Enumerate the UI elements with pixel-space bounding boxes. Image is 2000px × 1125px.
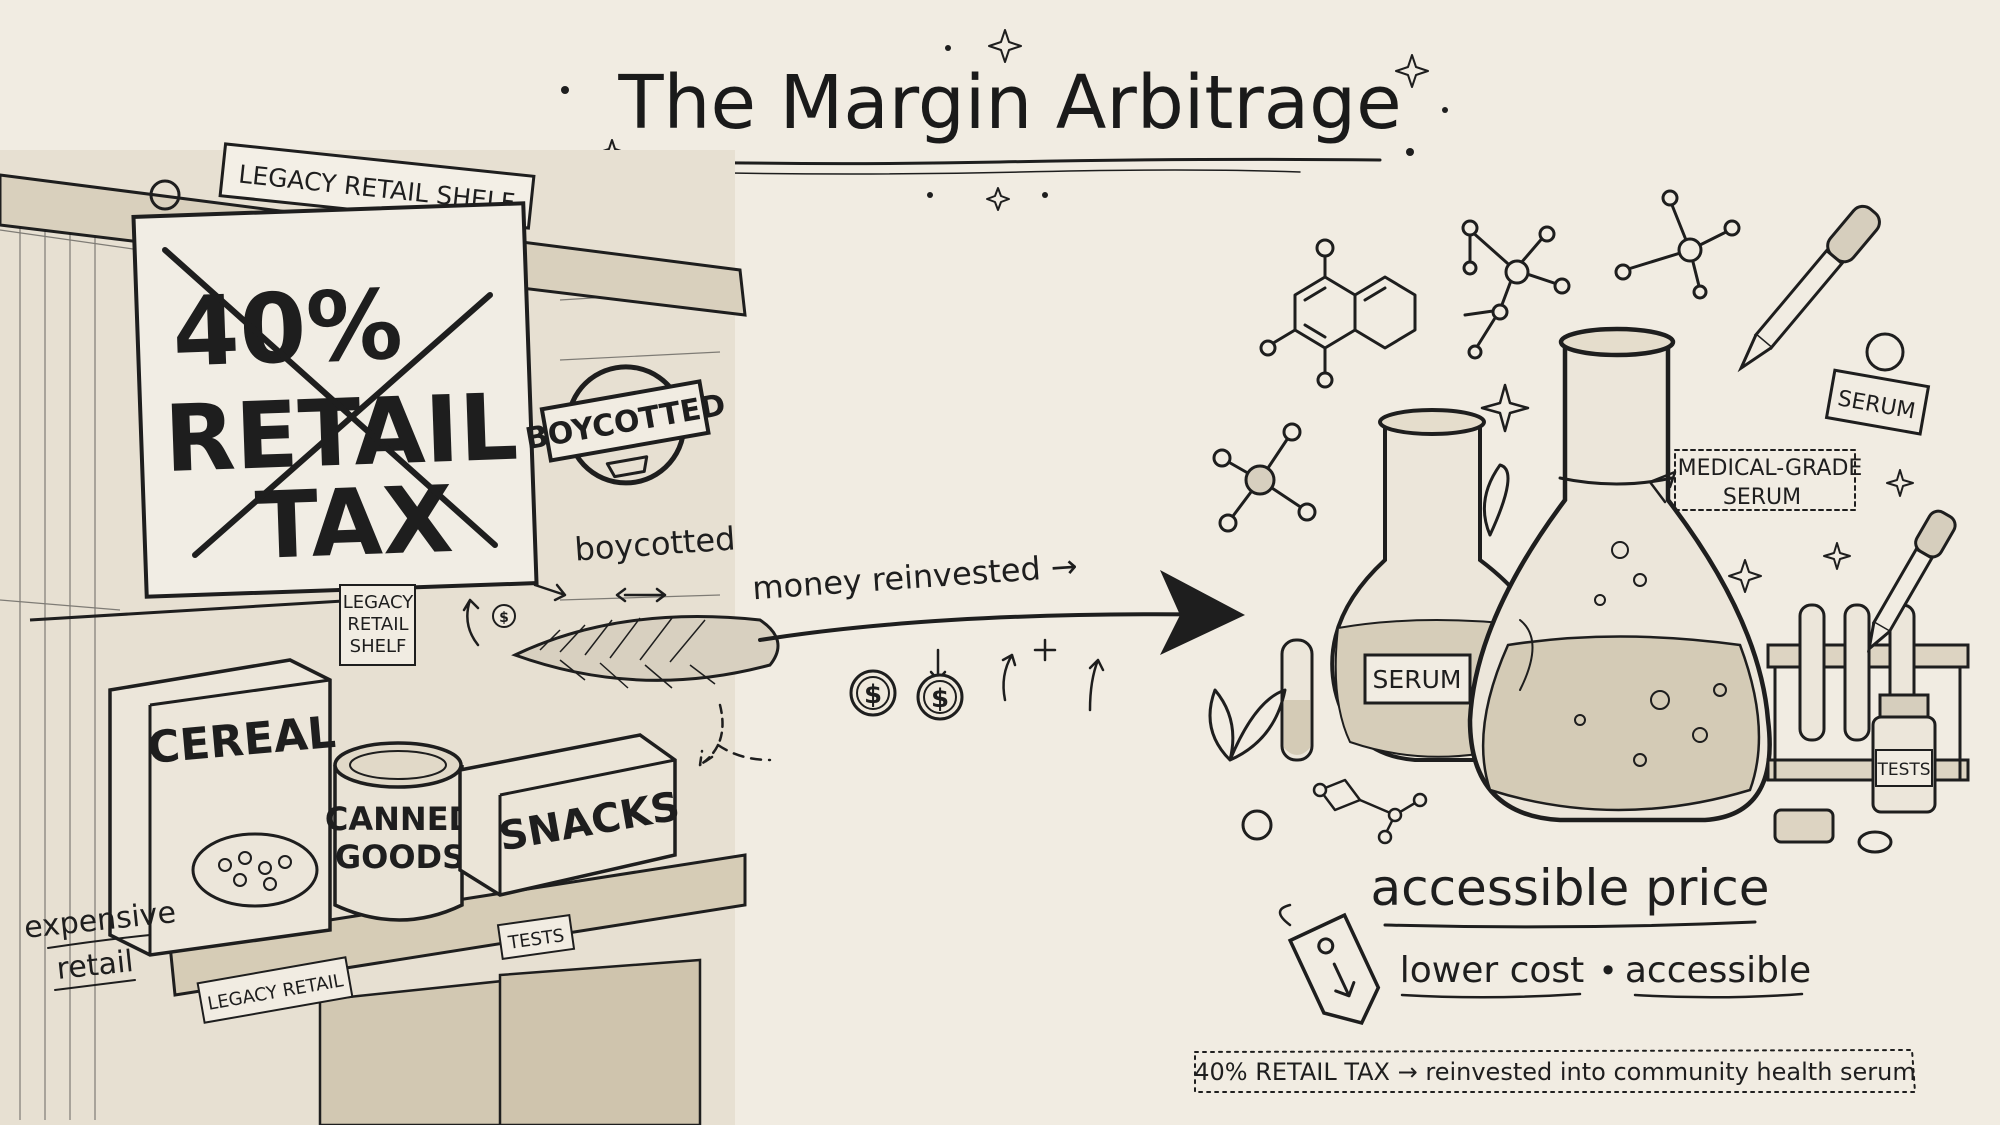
small-flask-label: SERUM xyxy=(1373,665,1462,694)
cross-out-line xyxy=(162,247,498,548)
tests-bottle-label: TESTS xyxy=(1876,760,1930,780)
coin-icon: $ xyxy=(849,669,897,717)
title-group: The Margin Arbitrage xyxy=(561,29,1448,211)
legacy-retail-shelf-tag xyxy=(196,956,354,1024)
small-tag-text: RETAIL xyxy=(347,614,408,635)
ink-dot xyxy=(945,45,951,51)
tax-word: TAX xyxy=(254,466,455,580)
medical-grade-label: SERUM xyxy=(1723,485,1801,510)
coin-symbol: $ xyxy=(499,610,509,626)
test-tube xyxy=(1280,638,1314,762)
tag-string xyxy=(1278,903,1292,927)
coin-icon: $ xyxy=(492,604,516,628)
flask-twine xyxy=(1558,476,1674,486)
medical-grade-frame xyxy=(1674,449,1856,511)
ink-dot xyxy=(1042,192,1048,198)
dashed-return-arrow xyxy=(716,743,772,762)
footer-caption: 40% RETAIL TAX → reinvested into communi… xyxy=(1194,1058,1916,1086)
up-arrow-icon xyxy=(1001,653,1017,702)
curved-arrow-icon xyxy=(462,598,480,647)
flask-twine-bow xyxy=(1648,470,1677,504)
cereal-bowl-icon xyxy=(191,832,319,908)
lower-cost-label: lower cost xyxy=(1400,950,1585,991)
molecule-icon xyxy=(1212,422,1317,533)
molecule-icon xyxy=(1259,238,1417,389)
leaf-icon xyxy=(1482,463,1510,537)
tax-retail: RETAIL xyxy=(163,374,520,493)
lab-serum-scene: SERUM MEDICAL-GRADE SERUM SERUM xyxy=(1194,189,1970,1093)
coin-icon: $ xyxy=(916,673,964,721)
molecule-icon xyxy=(1312,778,1428,845)
sign-hook xyxy=(149,179,181,211)
accessible-price-heading: accessible price xyxy=(1370,859,1769,917)
ink-dot xyxy=(927,192,933,198)
serum-tag xyxy=(1824,368,1931,436)
small-tag-text: SHELF xyxy=(350,636,407,657)
medical-grade-label: MEDICAL-GRADE xyxy=(1678,456,1863,481)
snacks-box xyxy=(458,733,677,897)
sparkle-icon xyxy=(1728,559,1762,593)
dropper-icon xyxy=(1866,509,1957,653)
sparkle-icon xyxy=(986,187,1010,211)
sparkle-icon xyxy=(1395,54,1429,88)
arrowhead-icon xyxy=(1160,570,1245,655)
title-underline-thin xyxy=(679,169,1301,175)
accessible-label: accessible xyxy=(1625,950,1811,991)
small-shelf-tag xyxy=(339,584,416,666)
retail-label: retail xyxy=(55,944,135,987)
price-tag-icon xyxy=(1287,912,1381,1026)
tag-ring xyxy=(1865,332,1905,372)
accessible-price-underline xyxy=(1383,920,1757,929)
canned-goods-can: CANNED GOODS xyxy=(325,741,475,922)
dashed-return-arrow xyxy=(698,703,724,767)
pill-icon xyxy=(1857,830,1893,854)
coin-symbol: $ xyxy=(931,684,949,714)
small-arrow-icon xyxy=(533,583,567,602)
small-tag-text: LEGACY xyxy=(343,592,415,613)
sparkle-icon xyxy=(1886,469,1914,497)
retail-underline xyxy=(54,979,136,991)
molecule-icon xyxy=(1461,219,1571,360)
cart-icon xyxy=(605,455,649,479)
coin-symbol: $ xyxy=(864,680,882,710)
page-title: The Margin Arbitrage xyxy=(617,60,1401,146)
pill-icon xyxy=(1241,809,1273,841)
tests-bottle: TESTS xyxy=(1871,693,1937,814)
molecule-icon xyxy=(1614,189,1741,300)
arrow-shaft xyxy=(758,612,1237,642)
leaf-icon xyxy=(1208,688,1287,762)
dropper-icon xyxy=(1737,204,1881,373)
lower-cost-underline xyxy=(1400,992,1582,999)
canned-label: GOODS xyxy=(335,838,465,876)
double-arrow-icon xyxy=(615,587,667,603)
lower-shelf-plank xyxy=(168,853,747,997)
cross-out-line xyxy=(192,292,493,558)
accessible-underline xyxy=(1633,992,1804,999)
ink-dot xyxy=(561,86,569,94)
under-shelf-box xyxy=(498,958,702,1125)
tests-shelf-tag xyxy=(496,914,576,960)
up-arrow-icon xyxy=(1088,658,1105,712)
canned-label: CANNED xyxy=(325,800,475,838)
middle-shelf-line xyxy=(29,598,361,622)
sparkle-icon xyxy=(1823,542,1851,570)
sparkle-icon xyxy=(988,29,1022,63)
ink-dot xyxy=(1442,107,1448,113)
ink-dot xyxy=(1406,148,1414,156)
large-erlenmeyer-flask xyxy=(1467,326,1772,823)
test-tube-rack xyxy=(1766,603,1970,782)
plus-mark xyxy=(1033,638,1057,662)
bullet-separator: • xyxy=(1599,952,1618,990)
expensive-underline xyxy=(47,934,151,949)
footer-frame xyxy=(1194,1049,1916,1093)
arrow-caption: money reinvested → xyxy=(751,547,1079,608)
pill-box-icon xyxy=(1773,808,1835,844)
sparkle-icon xyxy=(1480,383,1530,433)
